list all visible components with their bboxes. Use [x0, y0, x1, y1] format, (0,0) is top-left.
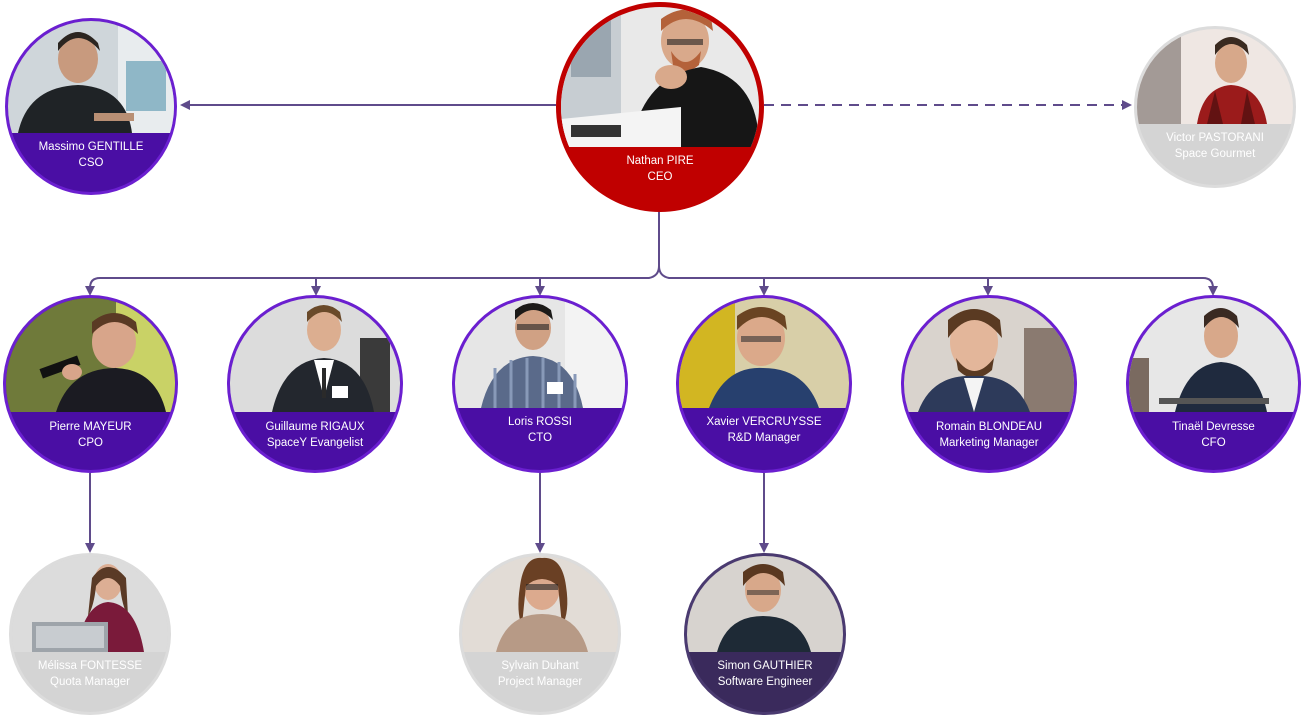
role-rd: R&D Manager	[727, 432, 801, 444]
node-software[interactable]: Simon GAUTHIER Software Engineer	[684, 553, 846, 715]
photo-evangelist	[230, 298, 400, 412]
name-cfo: Tinaël Devresse	[1172, 421, 1255, 433]
role-software: Software Engineer	[717, 676, 813, 688]
photo-ceo	[561, 7, 759, 147]
photo-cpo	[6, 298, 175, 412]
node-quota[interactable]: Mélissa FONTESSE Quota Manager	[9, 553, 171, 715]
name-cto: Loris ROSSI	[508, 416, 572, 428]
name-project: Sylvain Duhant	[501, 660, 579, 672]
name-ceo: Nathan PIRE	[626, 155, 694, 167]
photo-cso	[8, 21, 174, 133]
role-project: Project Manager	[497, 676, 583, 688]
role-ceo: CEO	[647, 171, 673, 183]
role-cfo: CFO	[1201, 437, 1226, 449]
name-gourmet: Victor PASTORANI	[1166, 132, 1264, 144]
name-cpo: Pierre MAYEUR	[49, 421, 132, 433]
photo-cto	[455, 298, 625, 408]
photo-quota	[12, 556, 168, 652]
name-marketing: Romain BLONDEAU	[935, 421, 1043, 433]
role-cpo: CPO	[78, 437, 103, 449]
name-software: Simon GAUTHIER	[717, 660, 813, 672]
role-evangelist: SpaceY Evangelist	[266, 437, 364, 449]
node-gourmet[interactable]: Victor PASTORANI Space Gourmet	[1134, 26, 1296, 188]
node-cto[interactable]: Loris ROSSI CTO	[452, 295, 628, 473]
node-cso[interactable]: Massimo GENTILLE CSO	[5, 18, 177, 195]
photo-gourmet	[1137, 29, 1293, 124]
photo-marketing	[904, 298, 1074, 412]
role-cto: CTO	[527, 432, 553, 444]
name-evangelist: Guillaume RIGAUX	[265, 421, 365, 433]
role-marketing: Marketing Manager	[939, 437, 1039, 449]
photo-software	[687, 556, 843, 652]
node-evangelist[interactable]: Guillaume RIGAUX SpaceY Evangelist	[227, 295, 403, 473]
role-cso: CSO	[78, 157, 104, 169]
name-cso: Massimo GENTILLE	[38, 141, 144, 153]
connector-ceo-trunk-right	[658, 265, 1218, 296]
node-marketing[interactable]: Romain BLONDEAU Marketing Manager	[901, 295, 1077, 473]
name-quota: Mélissa FONTESSE	[37, 660, 143, 672]
role-gourmet: Space Gourmet	[1174, 148, 1256, 160]
connector-ceo-trunk	[85, 210, 660, 296]
node-project[interactable]: Sylvain Duhant Project Manager	[459, 553, 621, 715]
node-ceo[interactable]: Nathan PIRE CEO	[556, 2, 764, 212]
name-rd: Xavier VERCRUYSSE	[706, 416, 822, 428]
photo-project	[462, 556, 618, 652]
photo-cfo	[1129, 298, 1298, 412]
node-cpo[interactable]: Pierre MAYEUR CPO	[3, 295, 178, 473]
photo-rd	[679, 298, 849, 408]
node-cfo[interactable]: Tinaël Devresse CFO	[1126, 295, 1301, 473]
role-quota: Quota Manager	[50, 676, 130, 688]
node-rd[interactable]: Xavier VERCRUYSSE R&D Manager	[676, 295, 852, 473]
